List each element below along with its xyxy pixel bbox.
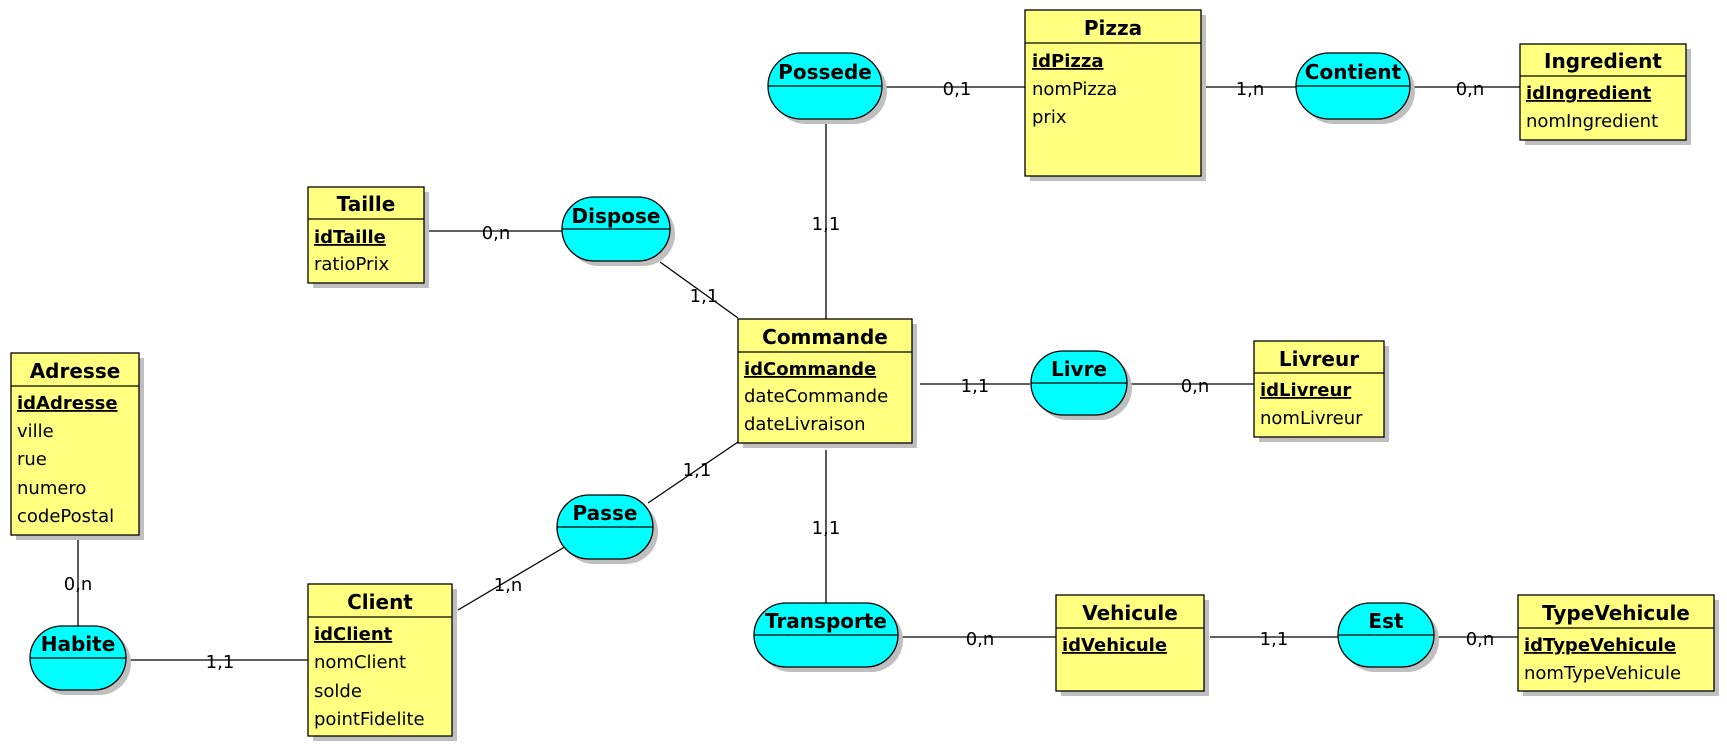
entity-client-key: idClient [314,624,393,645]
card-passe-client: 1,n [494,575,523,596]
entity-livreur-attr: nomLivreur [1260,408,1363,429]
entity-taille-attr: ratioPrix [314,254,389,275]
entity-pizza-attr: nomPizza [1032,79,1117,100]
entity-adresse-attr: rue [17,449,47,470]
card-est-vehicule: 1,1 [1260,629,1289,650]
entity-ingredient-key: idIngredient [1526,83,1652,104]
entity-adresse-attr: ville [17,421,54,442]
card-possede-pizza: 0,1 [943,79,972,100]
association-contient[interactable]: Contient [1295,52,1415,124]
card-possede-commande: 1,1 [812,214,841,235]
entity-commande-attr: dateCommande [744,386,888,407]
card-passe-commande: 1,1 [683,460,712,481]
association-livre-label: Livre [1051,357,1107,381]
entity-commande-title: Commande [762,325,888,349]
association-dispose-label: Dispose [572,204,661,228]
entity-taille-key: idTaille [314,227,386,248]
links [77,86,1520,661]
card-transporte-vehicule: 0,n [966,629,995,650]
entity-taille-title: Taille [337,192,396,216]
entity-client-title: Client [347,590,413,614]
entity-pizza-key: idPizza [1032,51,1104,72]
link-passe-commande [647,441,739,504]
cardinalities: 0,1 1,1 1,n 0,n 0,n 1,1 1,1 0,n 1,1 1,n … [64,79,1495,673]
entity-adresse-attr: numero [17,478,86,499]
entity-livreur[interactable]: Livreur idLivreur nomLivreur [1253,340,1389,442]
entity-pizza-attr: prix [1032,107,1067,128]
entity-taille[interactable]: Taille idTaille ratioPrix [307,186,429,288]
card-dispose-taille: 0,n [482,223,511,244]
association-dispose[interactable]: Dispose [561,196,675,266]
entity-adresse[interactable]: Adresse idAdresse ville rue numero codeP… [10,352,144,540]
entity-adresse-key: idAdresse [17,393,118,414]
association-livre[interactable]: Livre [1030,350,1132,420]
association-habite-label: Habite [41,632,116,656]
entity-commande[interactable]: Commande idCommande dateCommande dateLiv… [737,318,917,448]
entity-pizza-title: Pizza [1084,16,1142,40]
association-habite[interactable]: Habite [29,625,131,695]
card-livre-commande: 1,1 [961,376,990,397]
entity-vehicule-key: idVehicule [1062,635,1167,656]
entity-client-attr: solde [314,681,362,702]
entity-adresse-title: Adresse [30,359,121,383]
entity-client-attr: pointFidelite [314,709,425,730]
entity-commande-key: idCommande [744,359,876,380]
association-possede-label: Possede [778,60,872,84]
entity-typevehicule-title: TypeVehicule [1542,601,1690,625]
association-passe-label: Passe [573,501,638,525]
entity-client-attr: nomClient [314,652,406,673]
card-livre-livreur: 0,n [1181,376,1210,397]
entity-vehicule[interactable]: Vehicule idVehicule [1055,594,1209,696]
card-est-typevehicule: 0,n [1466,629,1495,650]
association-contient-label: Contient [1305,60,1402,84]
card-habite-adresse: 0,n [64,574,93,595]
entity-ingredient-attr: nomIngredient [1526,111,1658,132]
card-habite-client: 1,1 [206,652,235,673]
entity-pizza[interactable]: Pizza idPizza nomPizza prix [1024,9,1206,181]
entity-livreur-title: Livreur [1279,347,1359,371]
association-passe[interactable]: Passe [556,494,658,564]
association-transporte[interactable]: Transporte [753,602,903,672]
association-possede[interactable]: Possede [767,52,887,124]
association-est[interactable]: Est [1337,602,1439,672]
entity-commande-attr: dateLivraison [744,414,866,435]
card-dispose-commande: 1,1 [690,286,719,307]
link-dispose-commande [659,261,739,319]
association-est-label: Est [1368,609,1404,633]
entity-ingredient-title: Ingredient [1544,49,1662,73]
entity-typevehicule-key: idTypeVehicule [1524,635,1676,656]
card-contient-ingredient: 0,n [1456,79,1485,100]
card-contient-pizza: 1,n [1236,79,1265,100]
association-transporte-label: Transporte [765,609,887,633]
entity-livreur-key: idLivreur [1260,380,1351,401]
card-transporte-commande: 1,1 [812,518,841,539]
entity-client[interactable]: Client idClient nomClient solde pointFid… [307,583,457,741]
entity-typevehicule-attr: nomTypeVehicule [1524,663,1681,684]
entity-adresse-attr: codePostal [17,506,114,527]
entity-ingredient[interactable]: Ingredient idIngredient nomIngredient [1519,43,1691,145]
entity-vehicule-title: Vehicule [1082,601,1178,625]
entity-typevehicule[interactable]: TypeVehicule idTypeVehicule nomTypeVehic… [1517,594,1719,696]
link-passe-client [457,544,569,611]
